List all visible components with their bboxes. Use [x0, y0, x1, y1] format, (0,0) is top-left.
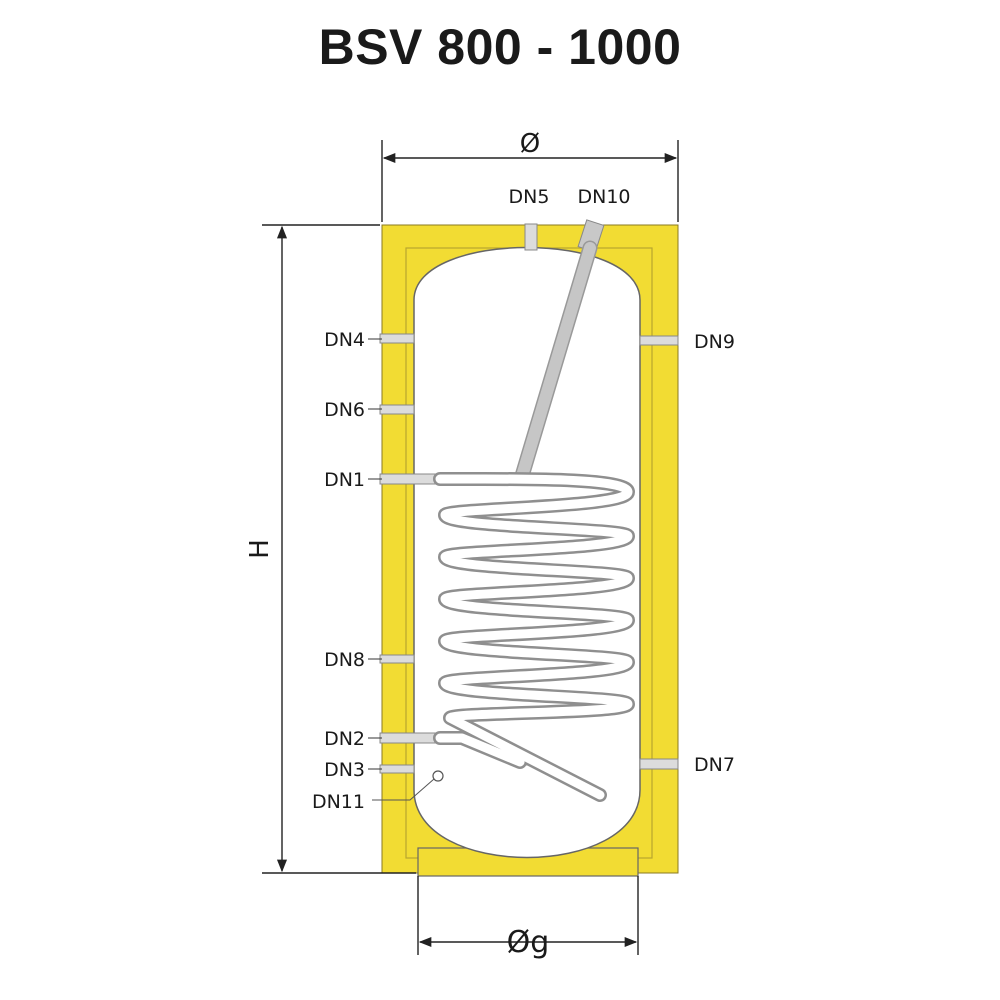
diameter-dimension [381, 140, 679, 222]
label-dn4: DN4 [324, 329, 365, 351]
dn11-leader [372, 778, 435, 801]
base-diameter-dimension [417, 876, 639, 955]
diameter-label: Ø [520, 129, 540, 159]
label-dn5: DN5 [509, 186, 550, 208]
dn6-stub [379, 404, 415, 415]
label-dn11: DN11 [312, 791, 365, 813]
dn5-stub [524, 223, 538, 251]
dn7-stub [639, 758, 679, 770]
dn1-stub [379, 473, 443, 485]
label-leaders [368, 338, 382, 770]
height-label: H [245, 539, 275, 559]
label-dn7: DN7 [694, 754, 735, 776]
label-dn6: DN6 [324, 399, 365, 421]
label-dn8: DN8 [324, 649, 365, 671]
dn2-stub [379, 732, 443, 744]
label-dn9: DN9 [694, 331, 735, 353]
base-diameter-label: Øg [507, 925, 550, 960]
heating-coil [433, 471, 635, 802]
dip-tube-fill [516, 242, 596, 482]
height-dimension [262, 224, 416, 874]
dn3-stub [379, 764, 415, 774]
page-title: BSV 800 - 1000 [318, 19, 682, 75]
label-dn10: DN10 [577, 186, 630, 208]
label-dn1: DN1 [324, 469, 365, 491]
dn8-stub [379, 654, 415, 664]
dn11-sensor [432, 770, 444, 782]
dn4-stub [379, 333, 415, 344]
label-dn2: DN2 [324, 728, 365, 750]
dn9-stub [639, 335, 679, 346]
label-dn3: DN3 [324, 759, 365, 781]
